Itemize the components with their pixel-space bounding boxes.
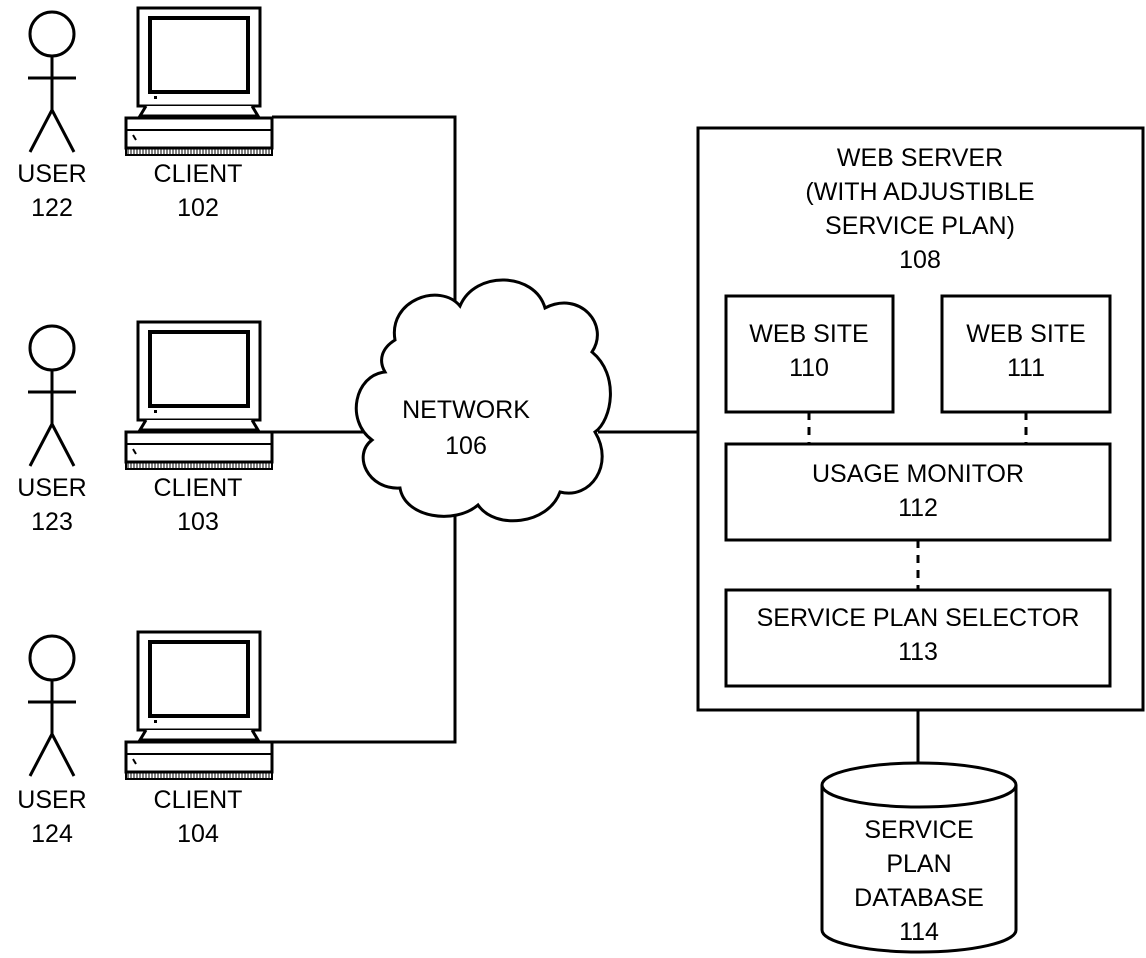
- client-103: CLIENT 103: [124, 320, 274, 536]
- client-label: CLIENT: [154, 160, 243, 188]
- client-104: CLIENT 104: [124, 630, 274, 848]
- user-123: USER 123: [17, 324, 87, 536]
- service-plan-database: SERVICE PLAN DATABASE 114: [820, 761, 1018, 954]
- client-ref: 103: [177, 508, 219, 536]
- client-ref: 102: [177, 194, 219, 222]
- usage-monitor-label: USAGE MONITOR: [812, 460, 1024, 488]
- user-ref: 122: [31, 194, 73, 222]
- web-server-line-1: WEB SERVER: [837, 144, 1003, 172]
- user-label: USER: [17, 474, 86, 502]
- computer-icon: [124, 630, 274, 781]
- network-connections: [272, 115, 920, 790]
- service-plan-selector-box: [724, 588, 1112, 688]
- client-label: CLIENT: [154, 786, 243, 814]
- user-body-icon: [28, 680, 76, 777]
- network-label: NETWORK: [402, 396, 530, 424]
- database-top: [820, 761, 1018, 809]
- database-ref: 114: [899, 918, 939, 946]
- web-server-ref: 108: [899, 246, 941, 274]
- user-ref: 123: [31, 508, 73, 536]
- cloud-icon: [354, 278, 612, 523]
- client-104-link: [272, 515, 457, 744]
- user-label: USER: [17, 786, 86, 814]
- user-body-icon: [28, 56, 76, 153]
- user-124: USER 124: [17, 634, 87, 848]
- client-label: CLIENT: [154, 474, 243, 502]
- web-site-111-label: WEB SITE: [966, 320, 1085, 348]
- user-body-icon: [28, 370, 76, 467]
- network: NETWORK 106: [354, 278, 612, 523]
- web-server-line-3: SERVICE PLAN): [825, 212, 1015, 240]
- computer-icon: [124, 6, 274, 157]
- database-line-2: PLAN: [886, 850, 951, 878]
- user-head-icon: [28, 634, 76, 682]
- database-icon: [820, 785, 1018, 954]
- web-site-110-label: WEB SITE: [749, 320, 868, 348]
- user-head-icon: [28, 10, 76, 58]
- web-site-110-ref: 110: [789, 354, 829, 382]
- web-site-111-ref: 111: [1007, 354, 1045, 382]
- computer-icon: [124, 320, 274, 471]
- client-102-link: [272, 115, 457, 340]
- web-site-111-box: [940, 294, 1112, 414]
- web-site-110-box: [724, 294, 895, 414]
- user-head-icon: [28, 324, 76, 372]
- usage-monitor-ref: 112: [898, 494, 938, 522]
- database-line-3: DATABASE: [854, 884, 984, 912]
- web-server-line-2: (WITH ADJUSTIBLE: [805, 178, 1034, 206]
- usage-monitor-box: [724, 442, 1112, 542]
- service-plan-selector-label: SERVICE PLAN SELECTOR: [757, 604, 1080, 632]
- client-102: CLIENT 102: [124, 6, 274, 222]
- web-server: WEB SERVER (WITH ADJUSTIBLE SERVICE PLAN…: [696, 126, 1145, 712]
- database-line-1: SERVICE: [864, 816, 973, 844]
- client-ref: 104: [177, 820, 219, 848]
- user-label: USER: [17, 160, 86, 188]
- service-plan-selector-ref: 113: [898, 638, 938, 666]
- user-122: USER 122: [17, 10, 87, 222]
- user-ref: 124: [31, 820, 73, 848]
- network-ref: 106: [445, 432, 487, 460]
